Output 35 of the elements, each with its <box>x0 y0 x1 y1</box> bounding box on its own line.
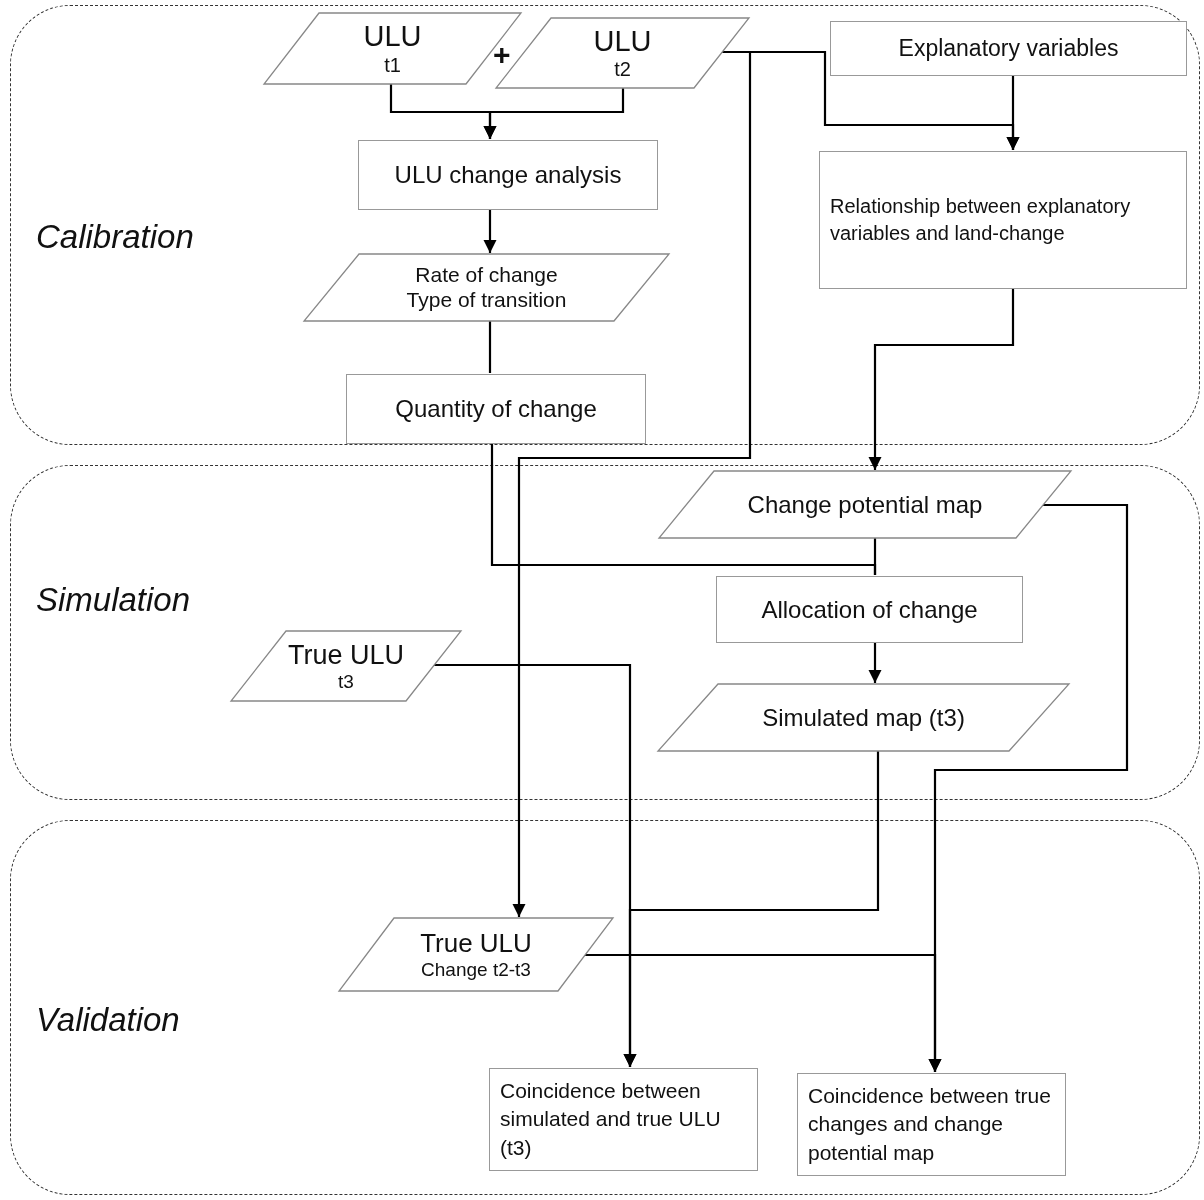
data-label: Change potential map <box>747 490 983 519</box>
data-label: True ULU <box>420 928 532 959</box>
stage-label: Validation <box>36 1001 180 1039</box>
process-box: Explanatory variables <box>830 21 1187 76</box>
arrow <box>623 750 880 1067</box>
connector-line <box>873 537 877 575</box>
data-label: t2 <box>614 58 631 82</box>
data-label: t1 <box>384 53 401 77</box>
output-box: Coincidence between simulated and true ULU (t3) <box>489 1068 758 1171</box>
data-label: ULU <box>593 24 652 59</box>
calibration-panel <box>10 5 1200 445</box>
arrow <box>512 50 752 917</box>
process-box: Allocation of change <box>716 576 1023 643</box>
data-label: Change t2-t3 <box>421 958 531 981</box>
connector-line <box>488 320 492 373</box>
simulation-panel <box>10 465 1200 800</box>
stage-label: Calibration <box>36 218 194 256</box>
data-label: Rate of change <box>415 263 558 288</box>
data-label: Simulated map (t3) <box>762 703 965 732</box>
data-label: Type of transition <box>406 287 567 312</box>
process-box: Quantity of change <box>346 374 646 444</box>
arrow <box>1006 75 1020 150</box>
arrow <box>483 87 625 139</box>
arrow <box>483 209 497 253</box>
output-box: Coincidence between true changes and change potential map <box>797 1073 1066 1176</box>
validation-panel <box>10 820 1200 1195</box>
plus-sign: + <box>493 38 511 72</box>
data-label: True ULU <box>288 639 404 671</box>
process-box: Relationship between explanatory variables and land-change <box>819 151 1187 289</box>
arrow <box>868 642 882 683</box>
data-label: ULU <box>363 20 422 54</box>
data-label: t3 <box>338 670 354 693</box>
arrow <box>868 288 1015 470</box>
process-box: ULU change analysis <box>358 140 658 210</box>
stage-label: Simulation <box>36 581 191 619</box>
